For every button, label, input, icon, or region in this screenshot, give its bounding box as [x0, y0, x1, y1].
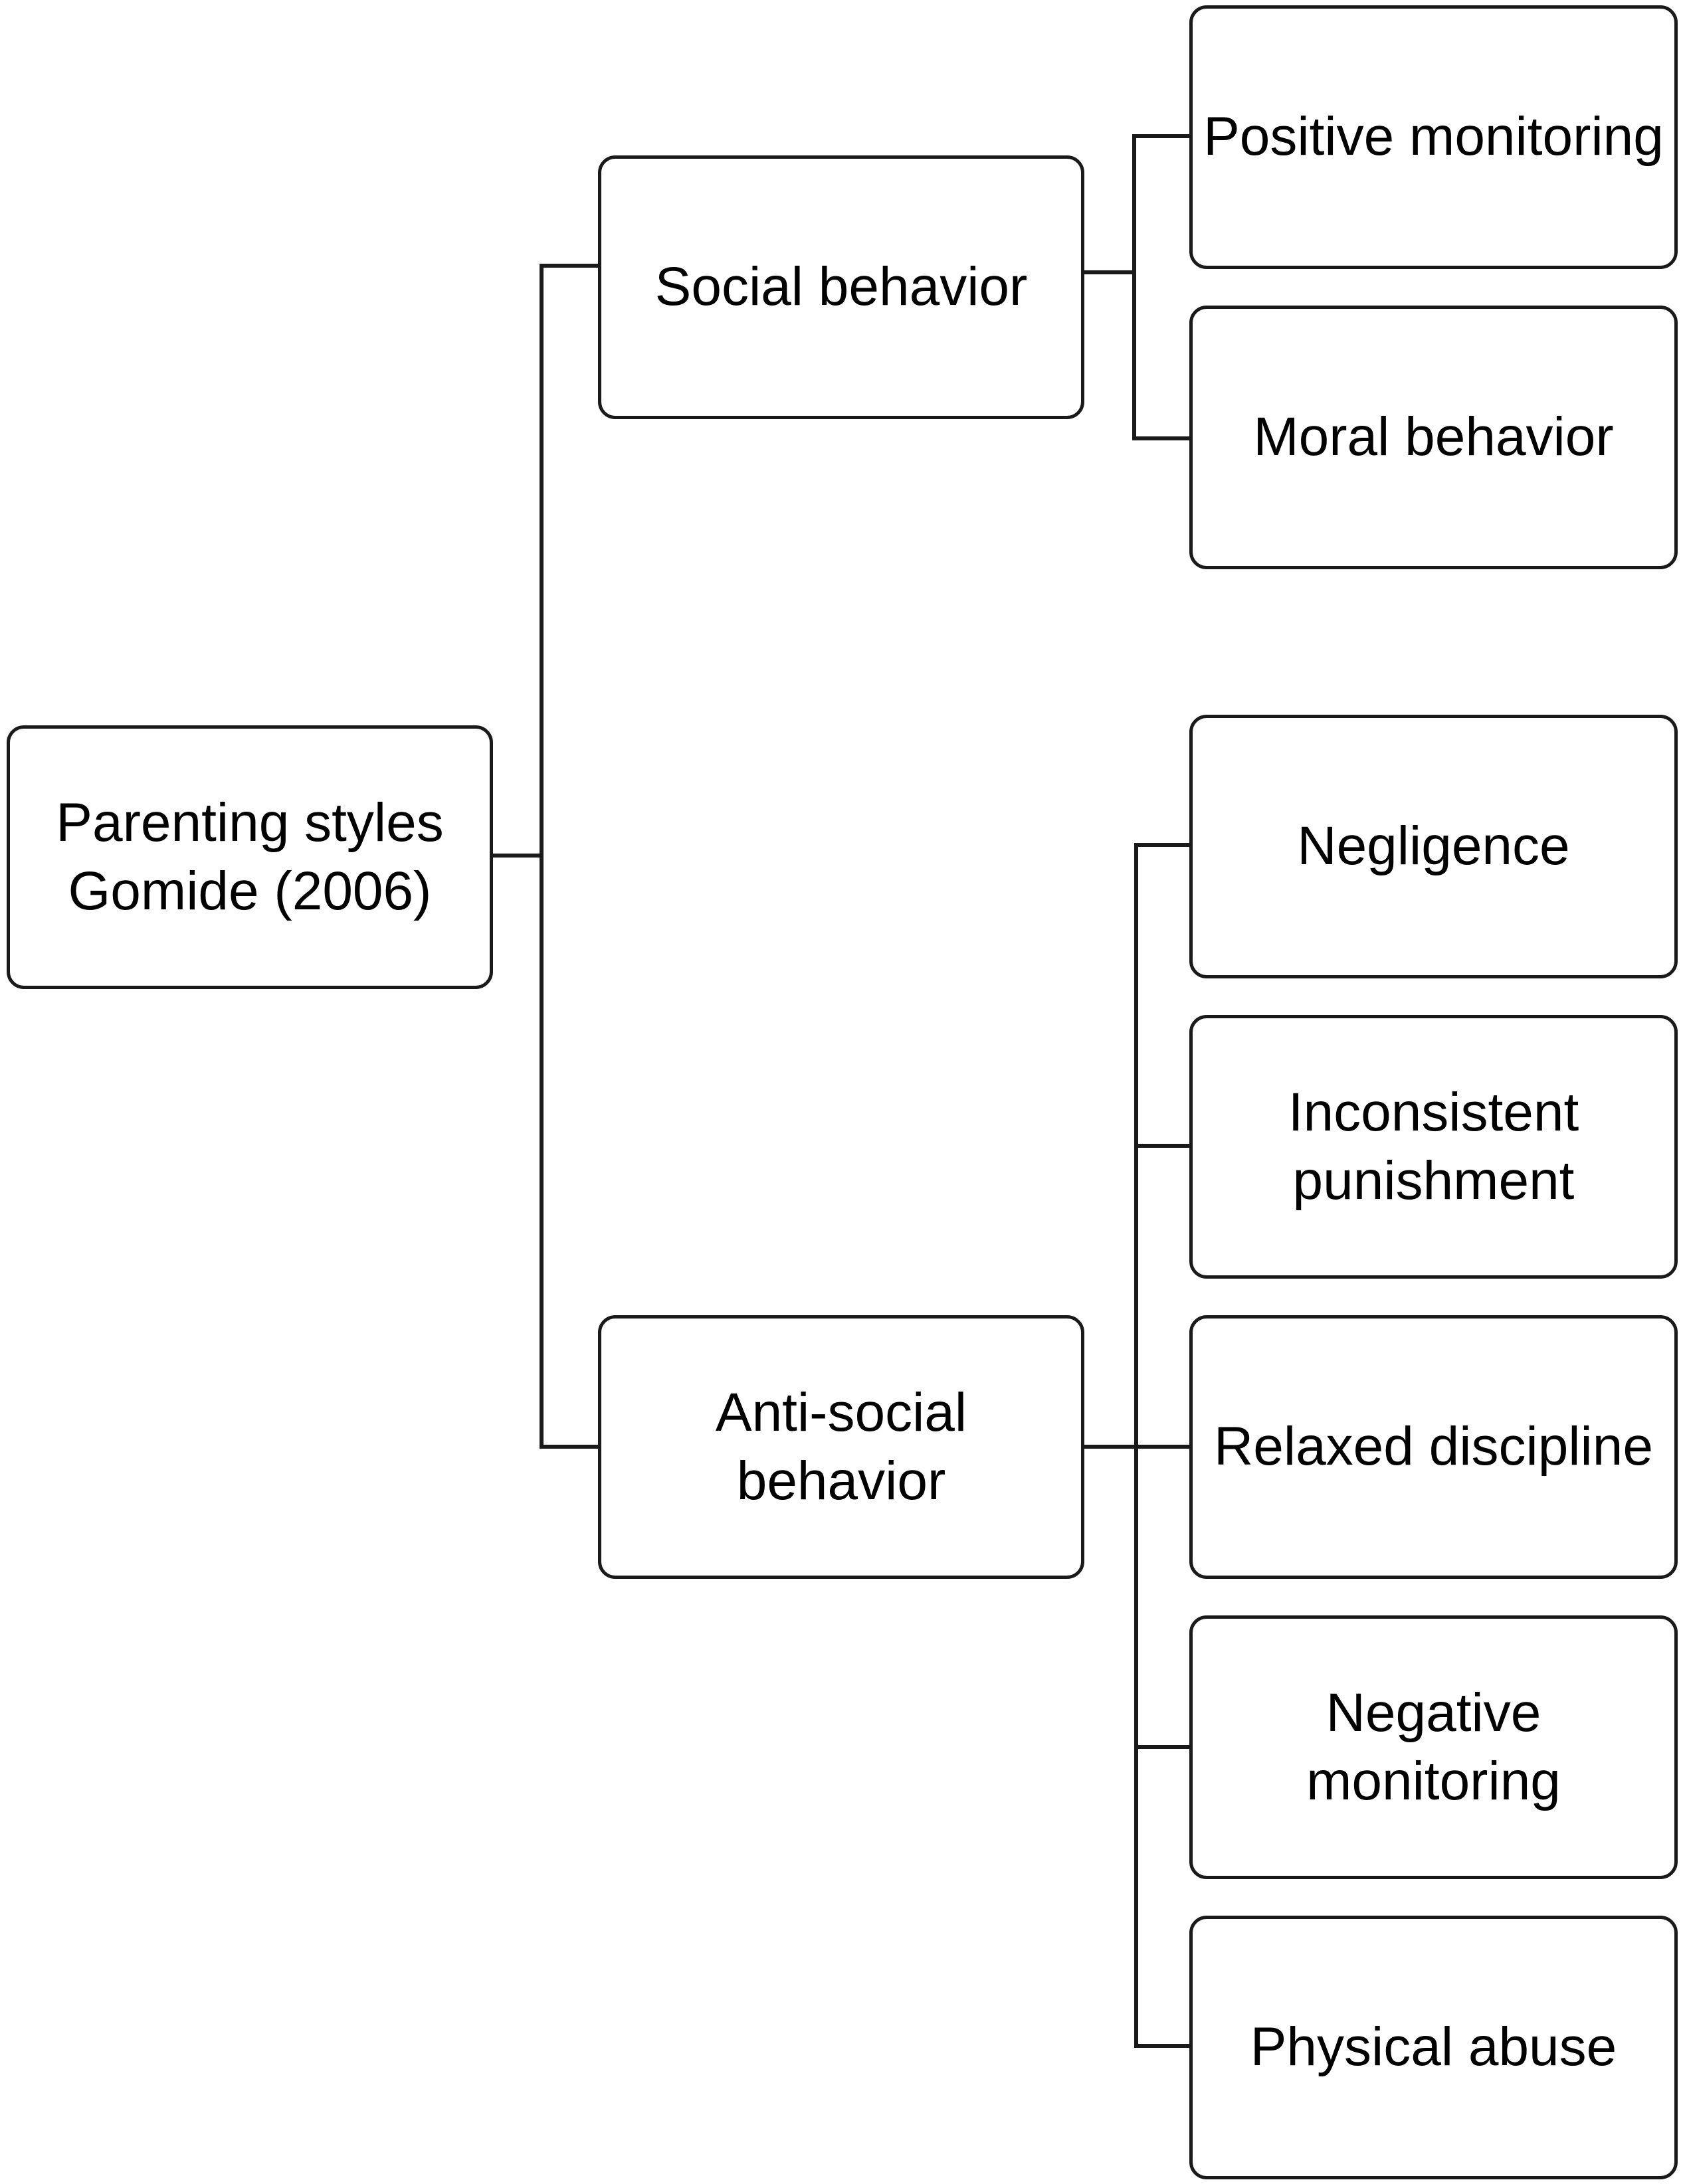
node-negative-monitoring: Negative monitoring	[1189, 1615, 1678, 1879]
node-physical-abuse: Physical abuse	[1189, 1916, 1678, 2179]
node-relaxed-discipline: Relaxed discipline	[1189, 1315, 1678, 1579]
node-physical-abuse-label: Physical abuse	[1250, 2017, 1617, 2078]
node-relaxed-discipline-label: Relaxed discipline	[1214, 1416, 1653, 1477]
node-social-behavior-label: Social behavior	[654, 256, 1028, 318]
node-root: Parenting styles Gomide (2006)	[7, 725, 493, 989]
node-negligence-label: Negligence	[1297, 816, 1570, 877]
node-moral-behavior: Moral behavior	[1189, 306, 1678, 569]
node-antisocial-behavior-label: Anti-social behavior	[715, 1382, 967, 1511]
node-negligence: Negligence	[1189, 715, 1678, 978]
node-antisocial-behavior: Anti-social behavior	[598, 1315, 1084, 1579]
node-positive-monitoring-label: Positive monitoring	[1203, 106, 1664, 167]
node-negative-monitoring-label: Negative monitoring	[1306, 1683, 1561, 1811]
node-positive-monitoring: Positive monitoring	[1189, 5, 1678, 269]
node-inconsistent-punishment: Inconsistent punishment	[1189, 1015, 1678, 1279]
node-moral-behavior-label: Moral behavior	[1253, 407, 1614, 468]
node-social-behavior: Social behavior	[598, 155, 1084, 419]
node-root-label: Parenting styles Gomide (2006)	[56, 792, 444, 921]
node-inconsistent-punishment-label: Inconsistent punishment	[1288, 1082, 1579, 1211]
